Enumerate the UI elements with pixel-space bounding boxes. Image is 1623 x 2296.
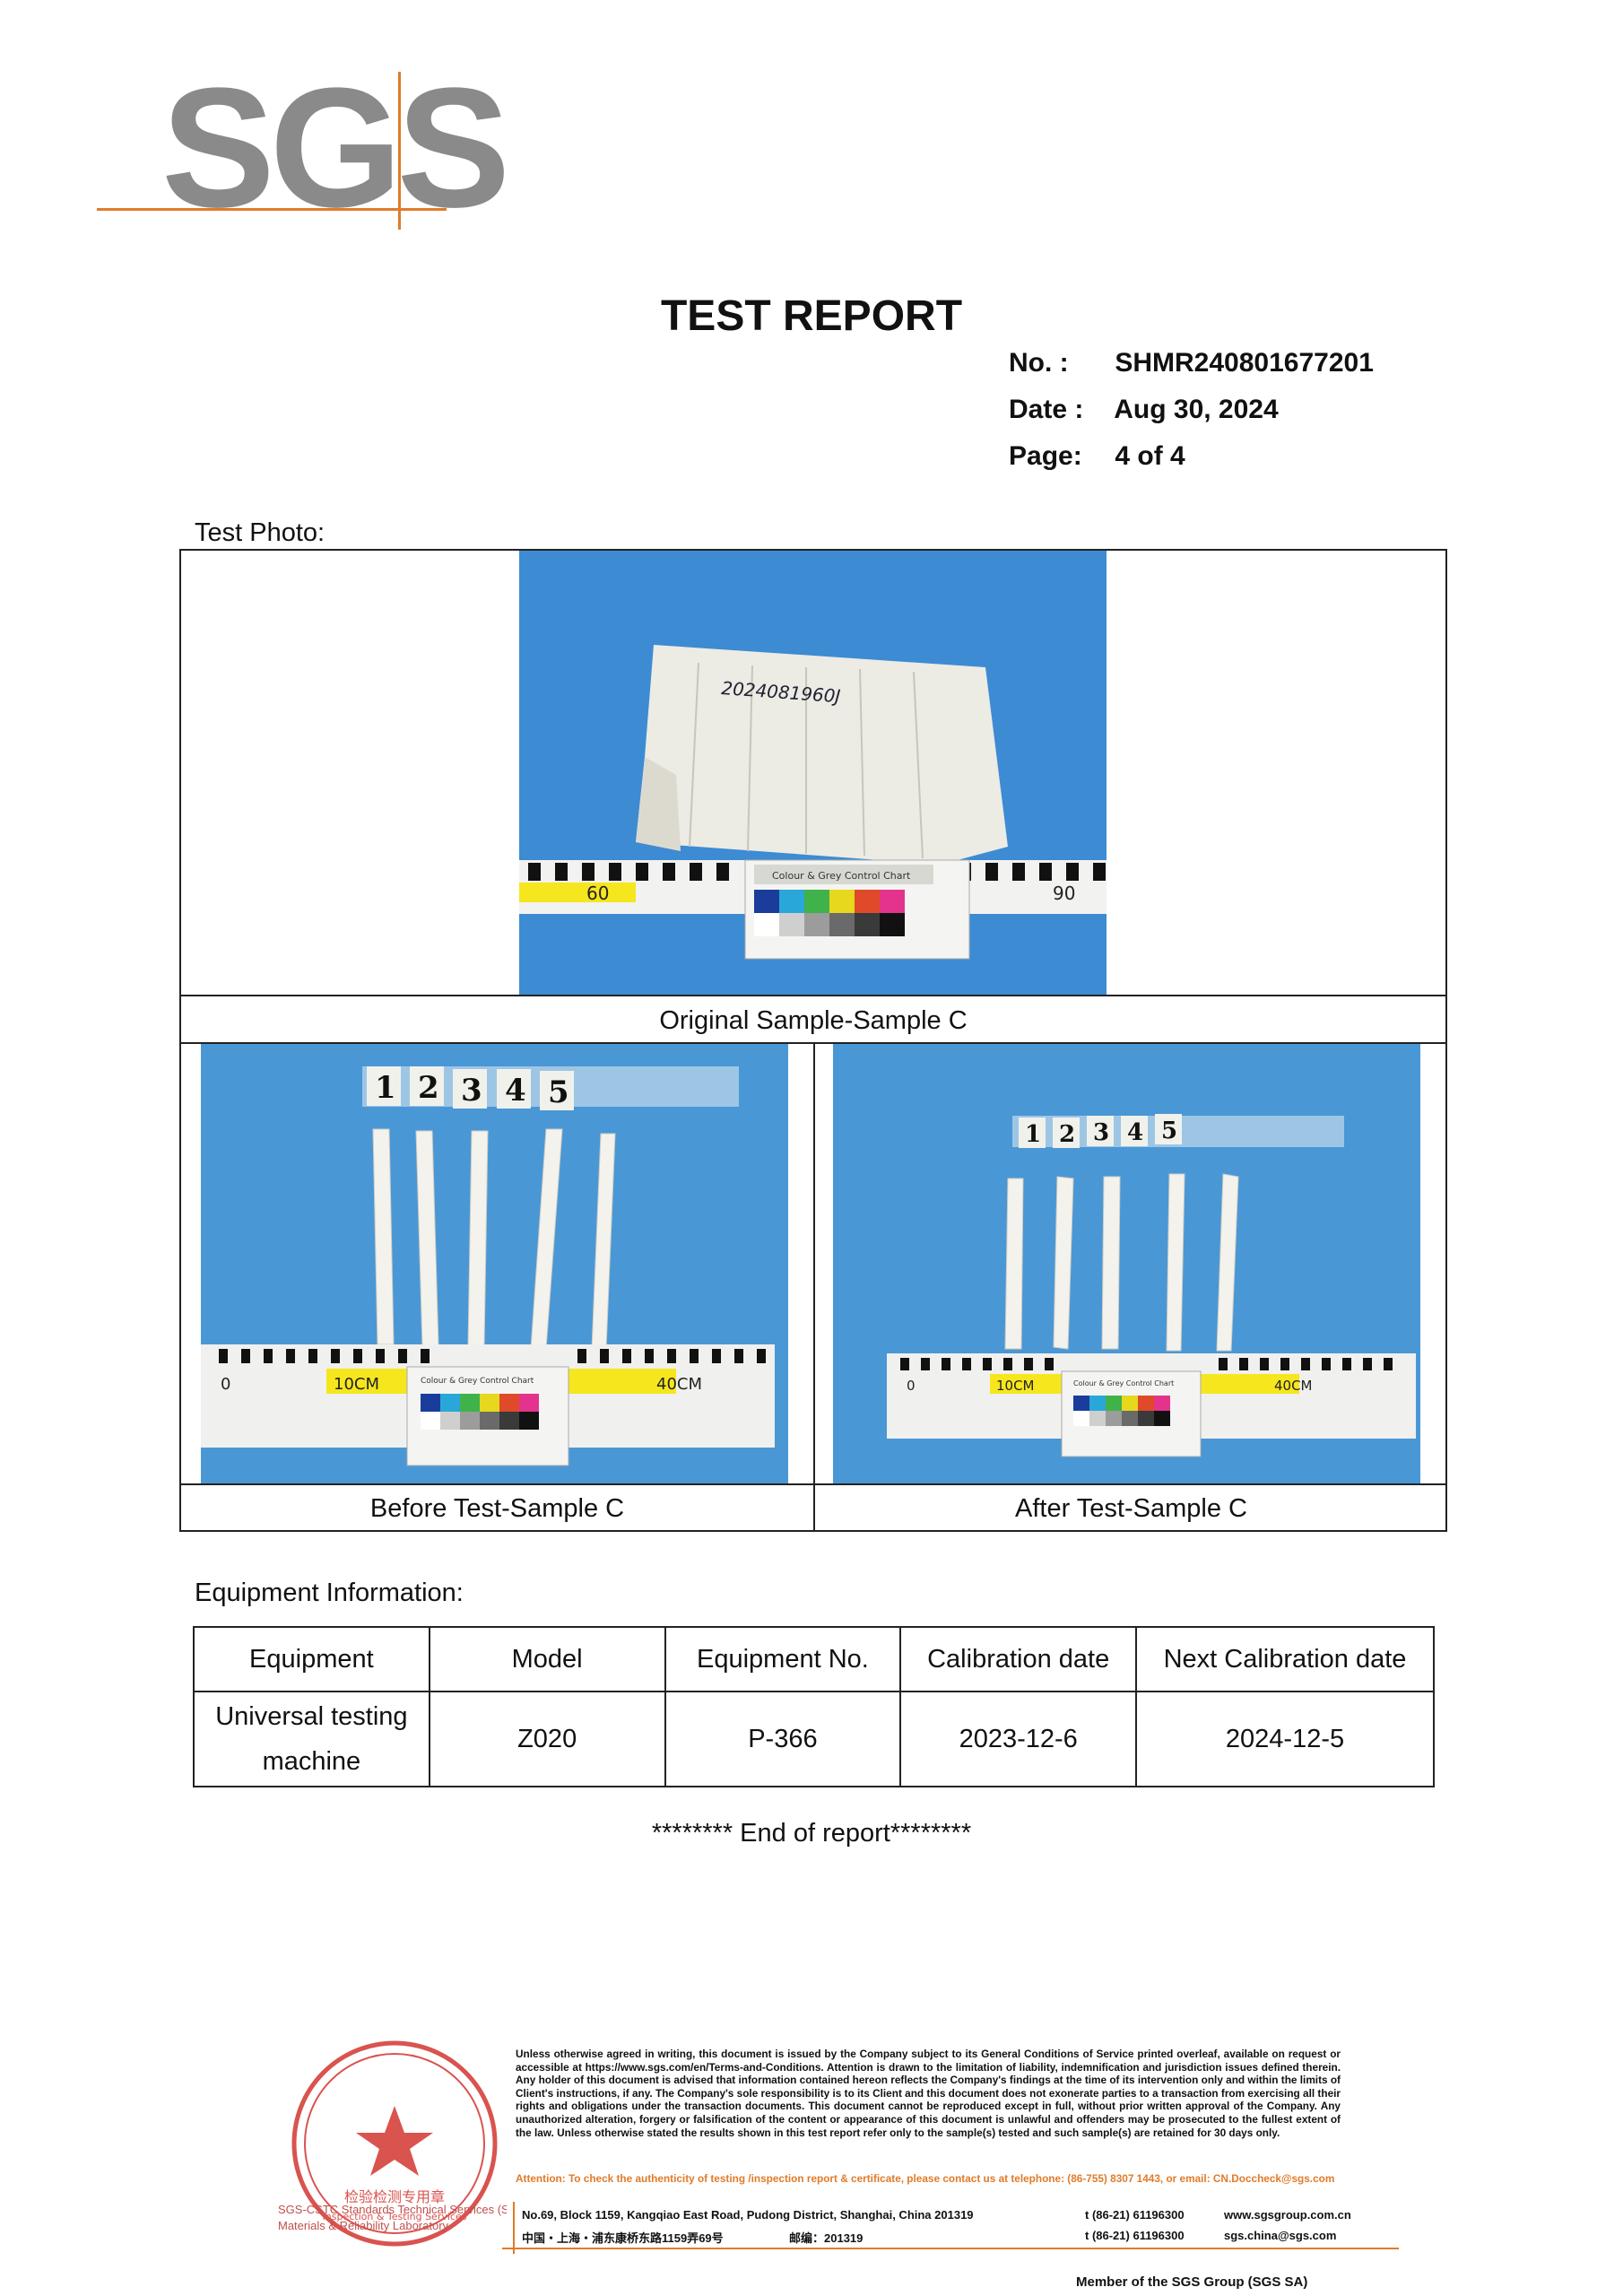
footer-website[interactable]: www.sgsgroup.com.cn: [1224, 2208, 1351, 2222]
caption-before: Before Test-Sample C: [369, 1494, 625, 1523]
test-photo-table: 2024081960J 60 90 Colour & Grey Control …: [179, 549, 1447, 1532]
test-photo-label: Test Photo:: [195, 518, 325, 547]
report-number: No. : SHMR240801677201: [1009, 348, 1374, 378]
logo-orange-vertical: [398, 72, 401, 230]
sgs-logo: SGS: [161, 53, 510, 243]
header-equipment-no: Equipment No.: [664, 1626, 902, 1692]
cell-calibration-date: 2023-12-6: [899, 1691, 1138, 1787]
cell-next-calibration-date: 2024-12-5: [1135, 1691, 1435, 1787]
equipment-label: Equipment Information:: [195, 1578, 464, 1607]
seal-text: 检验检测专用章: [344, 2188, 445, 2205]
footer-address-cn: 中国・上海・浦东康桥东路1159弄69号: [522, 2231, 724, 2245]
chart-title-text: Colour & Grey Control Chart: [772, 870, 911, 882]
ruler-60-label: 60: [586, 883, 609, 904]
footer-disclaimer: Unless otherwise agreed in writing, this…: [516, 2048, 1341, 2139]
after-ruler-40-label: 40CM: [1274, 1378, 1313, 1394]
caption-original: Original Sample-Sample C: [659, 1006, 968, 1035]
after-strip-number-1: 1: [1025, 1121, 1041, 1148]
strip-number-1: 1: [375, 1070, 396, 1106]
footer-attention: Attention: To check the authenticity of …: [516, 2172, 1335, 2185]
sgs-member-line: Member of the SGS Group (SGS SA): [1076, 2274, 1308, 2290]
cell-model: Z020: [428, 1691, 666, 1787]
strip-number-3: 3: [461, 1073, 482, 1109]
caption-after: After Test-Sample C: [1015, 1494, 1247, 1523]
strip-number-5: 5: [548, 1074, 569, 1110]
after-ruler-10-label: 10CM: [996, 1378, 1035, 1394]
equipment-table: Equipment Model Equipment No. Calibratio…: [193, 1626, 1435, 1787]
original-sample-photo: 2024081960J 60 90 Colour & Grey Control …: [519, 551, 1107, 995]
after-strip-number-3: 3: [1093, 1119, 1109, 1146]
end-of-report: ******** End of report********: [651, 1819, 972, 1848]
logo-orange-rule: [97, 208, 447, 211]
seal-text-en: Inspection & Testing Services: [323, 2211, 467, 2222]
ruler-40-label: 40CM: [656, 1375, 702, 1394]
header-model: Model: [428, 1626, 666, 1692]
chart-title-text-after: Colour & Grey Control Chart: [1073, 1379, 1174, 1387]
footer-company: SGS-CSTC Standards Technical Services (S…: [278, 2203, 507, 2232]
strip-number-4: 4: [505, 1073, 526, 1109]
cell-equipment-no: P-366: [664, 1691, 902, 1787]
ruler-10-label: 10CM: [334, 1375, 379, 1394]
chart-title-text-before: Colour & Grey Control Chart: [421, 1377, 534, 1386]
header-next-calibration-date: Next Calibration date: [1135, 1626, 1435, 1692]
header-equipment: Equipment: [193, 1626, 430, 1692]
report-title: TEST REPORT: [660, 292, 963, 340]
footer-address-en: No.69, Block 1159, Kangqiao East Road, P…: [522, 2208, 974, 2222]
report-page: Page: 4 of 4: [1009, 441, 1185, 471]
after-strip-number-4: 4: [1127, 1119, 1143, 1146]
after-strip-number-5: 5: [1161, 1118, 1177, 1144]
footer-email[interactable]: sgs.china@sgs.com: [1224, 2229, 1337, 2242]
cell-equipment: Universal testing machine: [193, 1691, 430, 1787]
after-ruler-0-label: 0: [907, 1378, 916, 1394]
company-seal: 检验检测专用章 Inspection & Testing Services: [287, 2036, 502, 2251]
after-test-photo: 1 2 3 4 5 0: [833, 1044, 1420, 1483]
footer-tel-1: t (86-21) 61196300: [1085, 2208, 1185, 2222]
report-date: Date : Aug 30, 2024: [1009, 395, 1279, 424]
ruler-0-label: 0: [221, 1375, 230, 1394]
table-row: Universal testing machine Z020 P-366 202…: [193, 1691, 1435, 1787]
before-test-photo: 1 2 3 4 5: [201, 1044, 788, 1483]
footer-postcode: 邮编：201319: [789, 2231, 864, 2245]
ruler-90-label: 90: [1053, 883, 1075, 904]
table-header-row: Equipment Model Equipment No. Calibratio…: [193, 1626, 1435, 1692]
header-calibration-date: Calibration date: [899, 1626, 1138, 1692]
footer-tel-2: t (86-21) 61196300: [1085, 2229, 1185, 2242]
strip-number-2: 2: [418, 1070, 439, 1106]
after-strip-number-2: 2: [1059, 1121, 1075, 1148]
